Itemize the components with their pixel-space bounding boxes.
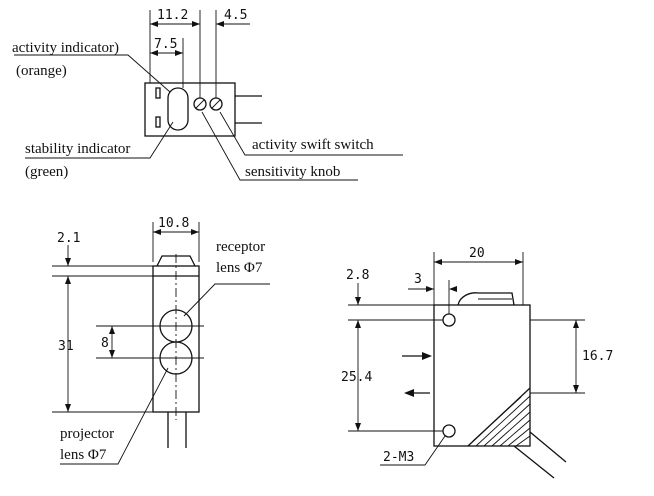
side-cable-edge xyxy=(513,445,555,479)
leader-sensitivity-knob xyxy=(201,111,358,181)
activity-switch-screw xyxy=(209,97,223,111)
label-sensitivity-knob: sensitivity knob xyxy=(245,164,340,180)
top-view: 11.2 4.5 7.5 activity indicator) (orange… xyxy=(12,8,403,181)
dim-31: 31 xyxy=(58,339,74,354)
label-activity-indicator: activity indicator) xyxy=(12,40,119,56)
side-body xyxy=(433,304,531,447)
dim-4-5: 4.5 xyxy=(224,8,247,23)
leader-activity-indicator xyxy=(14,54,171,93)
dim-2-8: 2.8 xyxy=(346,268,369,283)
label-orange: (orange) xyxy=(16,63,67,79)
dim-3: 3 xyxy=(414,272,422,287)
dim-16-7: 16.7 xyxy=(582,349,613,364)
cable-boot-hatch xyxy=(472,395,531,447)
top-body xyxy=(144,82,236,137)
leader-activity-switch xyxy=(219,111,403,156)
leader-stability-indicator xyxy=(25,121,174,159)
label-projector-lens: lens Φ7 xyxy=(60,447,107,463)
side-view: 20 3 2.8 25.4 16.7 2-M3 xyxy=(341,246,613,479)
label-receptor-lens: lens Φ7 xyxy=(216,260,263,276)
label-green: (green) xyxy=(25,164,68,180)
label-projector: projector xyxy=(60,426,114,442)
side-top-bump xyxy=(457,292,515,306)
indicator-lens xyxy=(167,87,189,131)
leader-mount xyxy=(380,435,446,466)
label-activity-switch: activity swift switch xyxy=(252,137,374,153)
dim-20: 20 xyxy=(469,246,485,261)
mount-hole-lower xyxy=(442,424,456,438)
dim-2-1: 2.1 xyxy=(57,231,80,246)
dim-7-5: 7.5 xyxy=(154,37,177,52)
label-2-m3: 2-M3 xyxy=(383,450,414,465)
side-cable-edge xyxy=(529,431,567,463)
top-window-upper xyxy=(155,87,161,99)
mount-hole-upper xyxy=(442,313,456,327)
leader-projector xyxy=(60,367,169,465)
label-stability-indicator: stability indicator xyxy=(25,141,130,157)
dim-11-2: 11.2 xyxy=(157,8,188,23)
sensitivity-knob-screw xyxy=(193,97,207,111)
top-window-lower xyxy=(155,116,161,128)
dim-8: 8 xyxy=(101,336,109,351)
dim-10-8: 10.8 xyxy=(158,216,189,231)
leader-receptor xyxy=(183,283,270,317)
dim-25-4: 25.4 xyxy=(341,370,372,385)
label-receptor: receptor xyxy=(216,239,265,255)
front-view: 10.8 2.1 31 8 receptor lens Φ7 projector… xyxy=(52,216,270,465)
